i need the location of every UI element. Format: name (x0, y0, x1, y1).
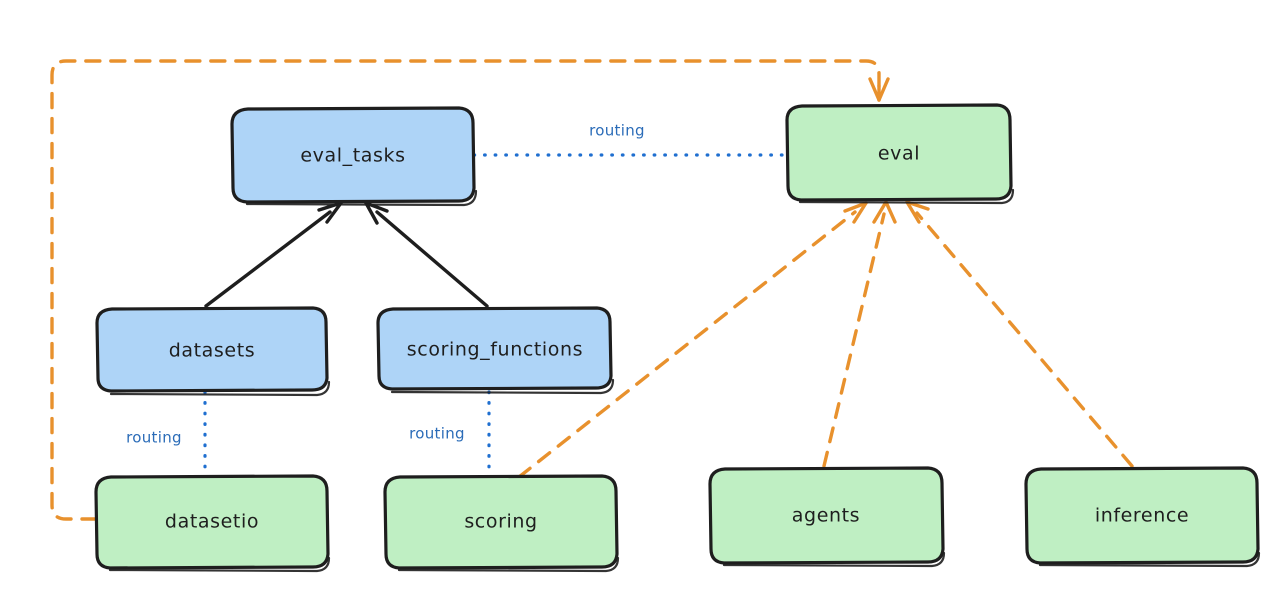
node-eval_tasks[interactable]: eval_tasks (230, 106, 478, 207)
node-agents[interactable]: agents (708, 466, 946, 568)
edge-scoring_functions-eval_tasks (364, 201, 489, 308)
node-datasetio[interactable]: datasetio (94, 474, 331, 573)
edge-inference-eval (905, 200, 1134, 468)
edge-datasets-eval_tasks (204, 201, 343, 308)
edge-datasetio-eval (50, 59, 890, 521)
node-datasets[interactable]: datasets (95, 306, 331, 397)
node-label-datasets: datasets (169, 340, 256, 362)
edge-agents-eval (822, 200, 897, 468)
node-label-scoring_functions: scoring_functions (407, 339, 583, 361)
node-inference[interactable]: inference (1024, 466, 1261, 568)
edge-label-routing-datasets: routing (126, 429, 182, 447)
node-label-datasetio: datasetio (165, 511, 259, 533)
edge-label-routing-eval-tasks: routing (589, 122, 645, 140)
edge-scoring-eval (517, 201, 868, 479)
edge-labels-layer: routing routing routing (126, 122, 645, 447)
edge-label-routing-scoring-functions: routing (409, 425, 465, 443)
node-scoring[interactable]: scoring (383, 474, 620, 573)
nodes-layer: eval_tasks eval datasets scoring_functio… (94, 103, 1261, 573)
node-scoring_functions[interactable]: scoring_functions (376, 306, 615, 395)
node-label-agents: agents (792, 505, 860, 527)
node-eval[interactable]: eval (785, 103, 1015, 205)
node-label-scoring: scoring (464, 511, 537, 533)
edges-layer (50, 59, 1134, 521)
node-label-eval: eval (878, 143, 920, 165)
node-label-eval_tasks: eval_tasks (300, 145, 405, 167)
node-label-inference: inference (1095, 505, 1189, 527)
